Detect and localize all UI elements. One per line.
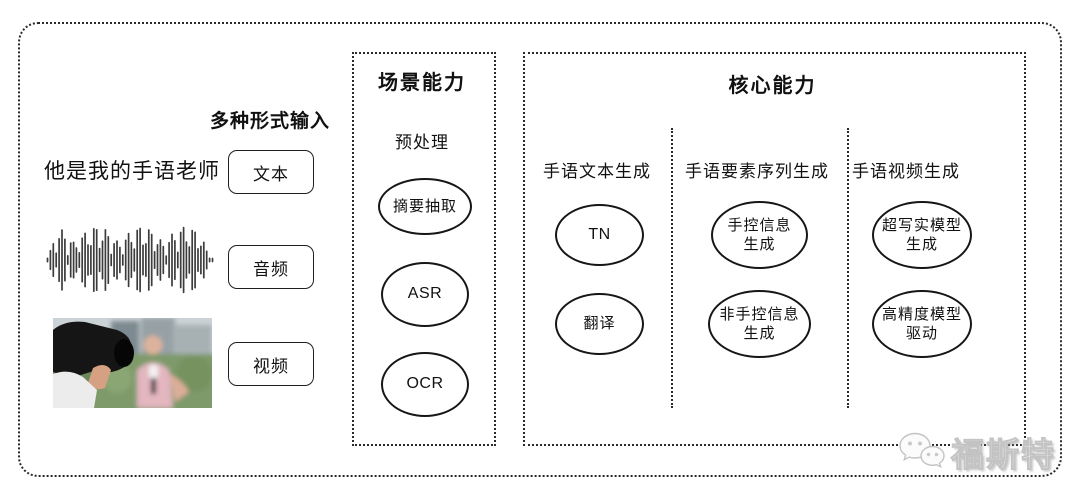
core-capability-title: 核心能力	[728, 75, 817, 97]
wechat-icon	[899, 432, 945, 469]
video-thumbnail	[53, 318, 212, 408]
core-capability-panel	[523, 52, 1026, 446]
node-translation: 翻译	[555, 293, 644, 355]
sample-text: 他是我的手语老师	[44, 160, 220, 183]
input-section-title: 多种形式输入	[210, 111, 331, 132]
scene-capability-panel	[352, 52, 496, 446]
audio-waveform-icon	[46, 226, 214, 294]
node-hyperrealistic-model-generation: 超写实模型 生成	[872, 201, 972, 269]
text-input-box: 文本	[228, 150, 314, 194]
column-divider	[671, 128, 673, 408]
scene-capability-title: 场景能力	[378, 72, 466, 94]
watermark: 福斯特	[898, 428, 1056, 476]
video-input-box: 视频	[228, 342, 314, 386]
node-non-manual-info-generation: 非手控信息 生成	[708, 290, 811, 358]
column-header-video-generation: 手语视频生成	[852, 162, 960, 181]
column-header-text-generation: 手语文本生成	[543, 162, 651, 181]
node-summary-extraction: 摘要抽取	[378, 178, 472, 235]
node-asr: ASR	[381, 262, 469, 327]
watermark-text: 福斯特	[951, 436, 1056, 474]
audio-input-box: 音频	[228, 245, 314, 289]
outer-dotted-border	[18, 22, 1062, 477]
column-header-element-sequence-generation: 手语要素序列生成	[685, 162, 829, 181]
node-tn: TN	[555, 204, 644, 266]
node-manual-info-generation: 手控信息 生成	[711, 201, 808, 269]
column-divider	[847, 128, 849, 408]
node-high-precision-model-driving: 高精度模型 驱动	[872, 290, 972, 358]
preprocessing-label: 预处理	[395, 133, 449, 152]
node-ocr: OCR	[381, 352, 469, 417]
